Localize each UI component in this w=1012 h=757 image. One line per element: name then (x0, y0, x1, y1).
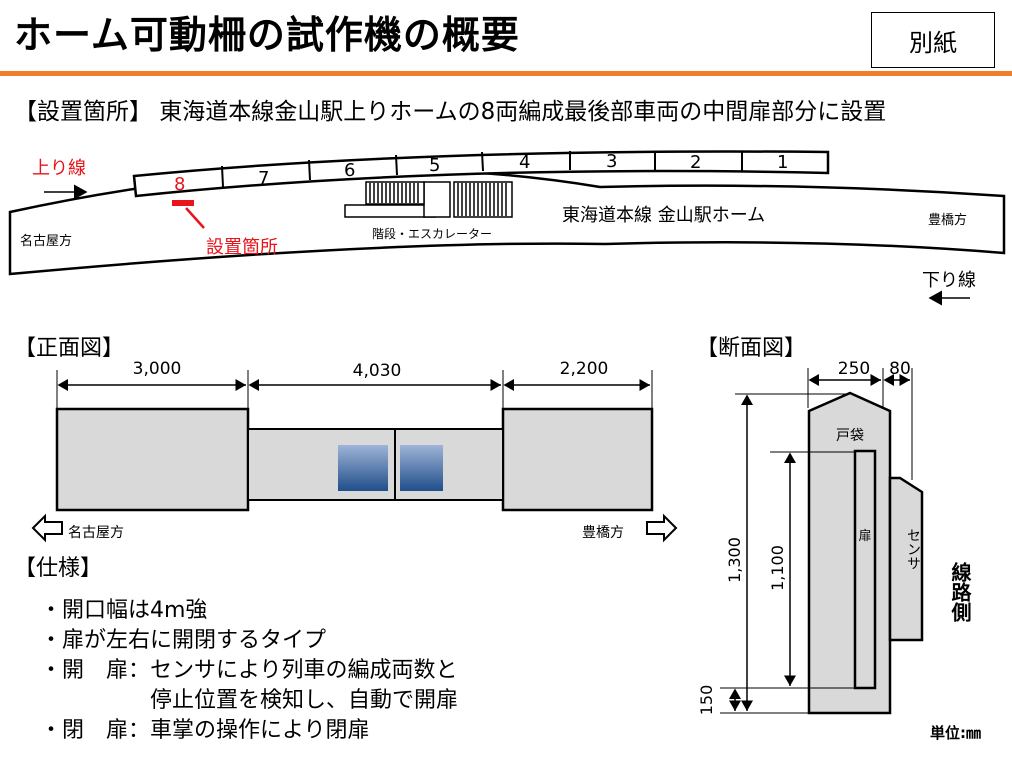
dimension-label: 3,000 (133, 359, 182, 379)
car-number: 4 (519, 152, 530, 173)
dimension-label: 4,030 (353, 361, 402, 381)
dimension-label: 1,300 (725, 537, 744, 583)
train (132, 150, 830, 198)
platform-label: 東海道本線 金山駅ホーム (562, 205, 765, 226)
sensor-label: センサ (905, 528, 921, 570)
stairs-escalator-icon (344, 181, 513, 218)
header-divider (0, 71, 1012, 76)
stairs-label: 階段・エスカレーター (372, 226, 492, 241)
car-number: 2 (690, 152, 701, 173)
spec-line: 停止位置を検知し、自動で開扉 (40, 688, 459, 713)
car-number: 7 (258, 168, 269, 189)
left-door-pocket (55, 407, 250, 512)
install-point-marker (172, 200, 194, 206)
car-number: 8 (174, 174, 185, 195)
car-number: 6 (344, 160, 355, 181)
dimension-label: 250 (838, 359, 870, 379)
car-number: 1 (777, 152, 788, 173)
down-line-label: 下り線 (922, 270, 976, 291)
attachment-label: 別紙 (871, 12, 995, 68)
cross-section-diagram: 250 80 1,300 1,100 150 戸袋 扉 (697, 359, 924, 716)
up-line-label: 上り線 (32, 158, 86, 179)
platform-map: 8 7 6 5 4 3 2 1 設置箇所 階段・ (8, 150, 1006, 306)
sensor-housing (888, 476, 924, 642)
right-door-window (400, 445, 443, 491)
front-view-heading: 【正面図】 (14, 336, 125, 361)
location-description: 【設置箇所】 東海道本線金山駅上りホームの8両編成最後部車両の中間扉部分に設置 (14, 99, 887, 125)
page-title: ホーム可動柵の試作機の概要 (14, 13, 520, 57)
car-number: 3 (606, 151, 617, 172)
spec-line: ・開口幅は4m強 (40, 598, 208, 623)
spec-line: ・開 扉：センサにより列車の編成両数と (40, 658, 458, 683)
dimension-label: 150 (697, 685, 716, 716)
door-panel (853, 449, 877, 690)
dimension-label: 80 (889, 359, 911, 379)
right-direction-arrow-icon (646, 513, 678, 543)
spec-line: ・扉が左右に開閉するタイプ (40, 628, 327, 653)
left-direction-arrow-icon (31, 513, 63, 543)
spec-heading: 【仕様】 (14, 556, 103, 581)
dimension-label: 2,200 (560, 359, 609, 379)
car-number: 5 (429, 155, 440, 176)
left-door-window (338, 445, 388, 491)
spec-line: ・閉 扉：車掌の操作により閉扉 (40, 718, 370, 743)
track-side-label: 線路側 (948, 562, 972, 622)
left-direction-label: 名古屋方 (68, 525, 124, 541)
cross-section-heading: 【断面図】 (696, 336, 807, 361)
front-view-diagram: 3,000 4,030 2,200 (31, 359, 678, 543)
door-pocket-label: 戸袋 (836, 428, 864, 444)
right-direction-label: 豊橋方 (582, 525, 624, 541)
unit-label: 単位:㎜ (930, 724, 981, 742)
install-point-leader (185, 207, 205, 229)
install-point-label: 設置箇所 (206, 237, 278, 258)
toyohashi-side-label: 豊橋方 (928, 212, 967, 228)
door-label: 扉 (858, 528, 871, 544)
right-door-pocket (501, 407, 654, 512)
dimension-label: 1,100 (768, 545, 787, 591)
nagoya-side-label: 名古屋方 (20, 233, 72, 249)
